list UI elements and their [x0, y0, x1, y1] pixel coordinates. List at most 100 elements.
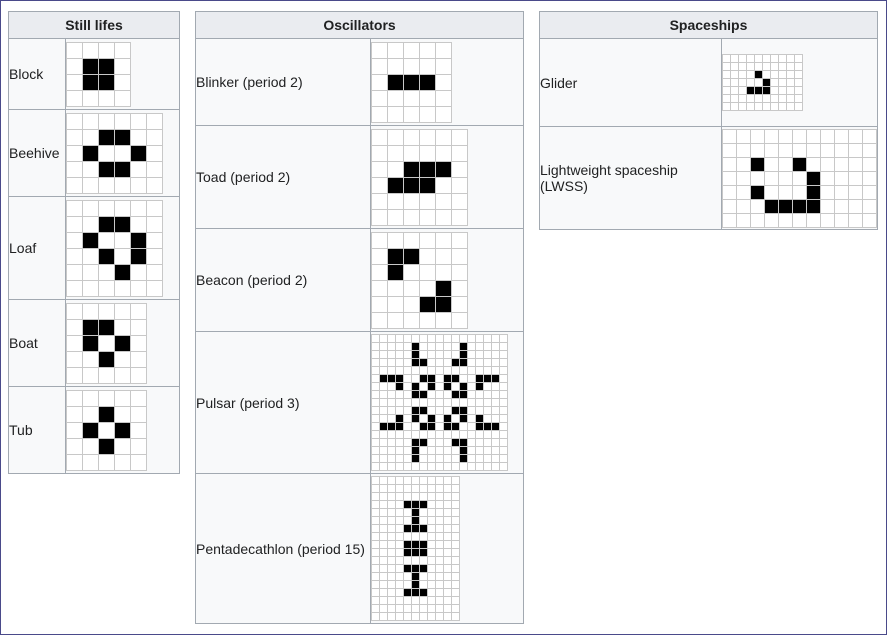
live-cell [451, 374, 460, 383]
live-cell [403, 548, 412, 557]
oscillator-name-blinker: Blinker (period 2) [195, 38, 371, 126]
live-cell [419, 540, 428, 549]
live-cell [419, 500, 428, 509]
live-cell [475, 374, 484, 383]
live-cell [403, 588, 412, 597]
live-cell [427, 422, 436, 431]
live-cell [491, 422, 500, 431]
live-cell [419, 161, 436, 177]
live-cell [451, 358, 460, 367]
oscillators-header: Oscillators [195, 11, 524, 39]
live-cell [130, 248, 147, 264]
still-life-name-beehive: Beehive [8, 109, 66, 197]
spaceship-name-glider: Glider [539, 38, 722, 127]
live-cell [411, 524, 420, 533]
live-cell [114, 335, 131, 351]
live-cell [451, 406, 460, 415]
live-cell [475, 422, 484, 431]
live-cell [427, 374, 436, 383]
live-cell [395, 374, 404, 383]
live-cell [403, 564, 412, 573]
live-cell [411, 548, 420, 557]
live-cell [98, 58, 115, 74]
live-cell [750, 157, 765, 171]
live-cell [443, 422, 452, 431]
live-cell [387, 177, 404, 193]
live-cell [411, 406, 420, 415]
spaceships-table: Spaceships Glider Lightweight spaceship … [539, 11, 878, 230]
live-cell [403, 161, 420, 177]
live-cell [419, 548, 428, 557]
live-cell [82, 74, 99, 90]
live-cell [419, 438, 428, 447]
live-cell [459, 414, 468, 423]
live-cell [750, 185, 765, 199]
live-cell [130, 145, 147, 161]
live-cell [114, 161, 131, 177]
live-cell [395, 414, 404, 423]
live-cell [806, 171, 821, 185]
oscillator-name-beacon: Beacon (period 2) [195, 228, 371, 332]
oscillator-pattern-beacon [370, 228, 524, 332]
live-cell [459, 454, 468, 463]
oscillators-table: Oscillators Blinker (period 2) Toad (per… [195, 11, 524, 624]
live-cell [411, 564, 420, 573]
live-cell [411, 390, 420, 399]
live-cell [98, 319, 115, 335]
live-cell [792, 199, 807, 213]
live-cell [451, 422, 460, 431]
live-cell [435, 161, 452, 177]
live-cell [806, 199, 821, 213]
oscillator-name-pentadecathlon: Pentadecathlon (period 15) [195, 473, 371, 624]
live-cell [762, 78, 771, 87]
live-cell [411, 508, 420, 517]
live-cell [411, 580, 420, 589]
live-cell [764, 199, 779, 213]
live-cell [403, 74, 420, 90]
live-cell [475, 382, 484, 391]
live-cell [387, 248, 404, 264]
live-cell [483, 374, 492, 383]
live-cell [403, 248, 420, 264]
still-life-name-loaf: Loaf [8, 196, 66, 300]
live-cell [491, 374, 500, 383]
live-cell [82, 58, 99, 74]
live-cell [411, 572, 420, 581]
live-cell [475, 414, 484, 423]
live-cell [98, 74, 115, 90]
live-cell [451, 390, 460, 399]
live-cell [459, 446, 468, 455]
live-cell [435, 280, 452, 296]
still-life-pattern-boat [65, 299, 180, 387]
live-cell [806, 185, 821, 199]
live-cell [754, 70, 763, 79]
live-cell [411, 516, 420, 525]
live-cell [419, 358, 428, 367]
still-life-pattern-block [65, 38, 180, 110]
live-cell [451, 438, 460, 447]
live-cell [98, 248, 115, 264]
spaceships-header: Spaceships [539, 11, 878, 39]
live-cell [114, 422, 131, 438]
live-cell [419, 296, 436, 312]
live-cell [395, 382, 404, 391]
live-cell [754, 86, 763, 95]
live-cell [411, 454, 420, 463]
live-cell [427, 382, 436, 391]
live-cell [82, 335, 99, 351]
live-cell [114, 129, 131, 145]
spaceship-pattern-glider [721, 38, 878, 127]
live-cell [411, 446, 420, 455]
still-life-pattern-tub [65, 386, 180, 474]
live-cell [387, 374, 396, 383]
live-cell [427, 414, 436, 423]
live-cell [459, 350, 468, 359]
live-cell [411, 500, 420, 509]
live-cell [459, 358, 468, 367]
live-cell [459, 406, 468, 415]
live-cell [411, 588, 420, 597]
live-cell [443, 382, 452, 391]
live-cell [387, 264, 404, 280]
still-life-name-tub: Tub [8, 386, 66, 474]
live-cell [762, 86, 771, 95]
